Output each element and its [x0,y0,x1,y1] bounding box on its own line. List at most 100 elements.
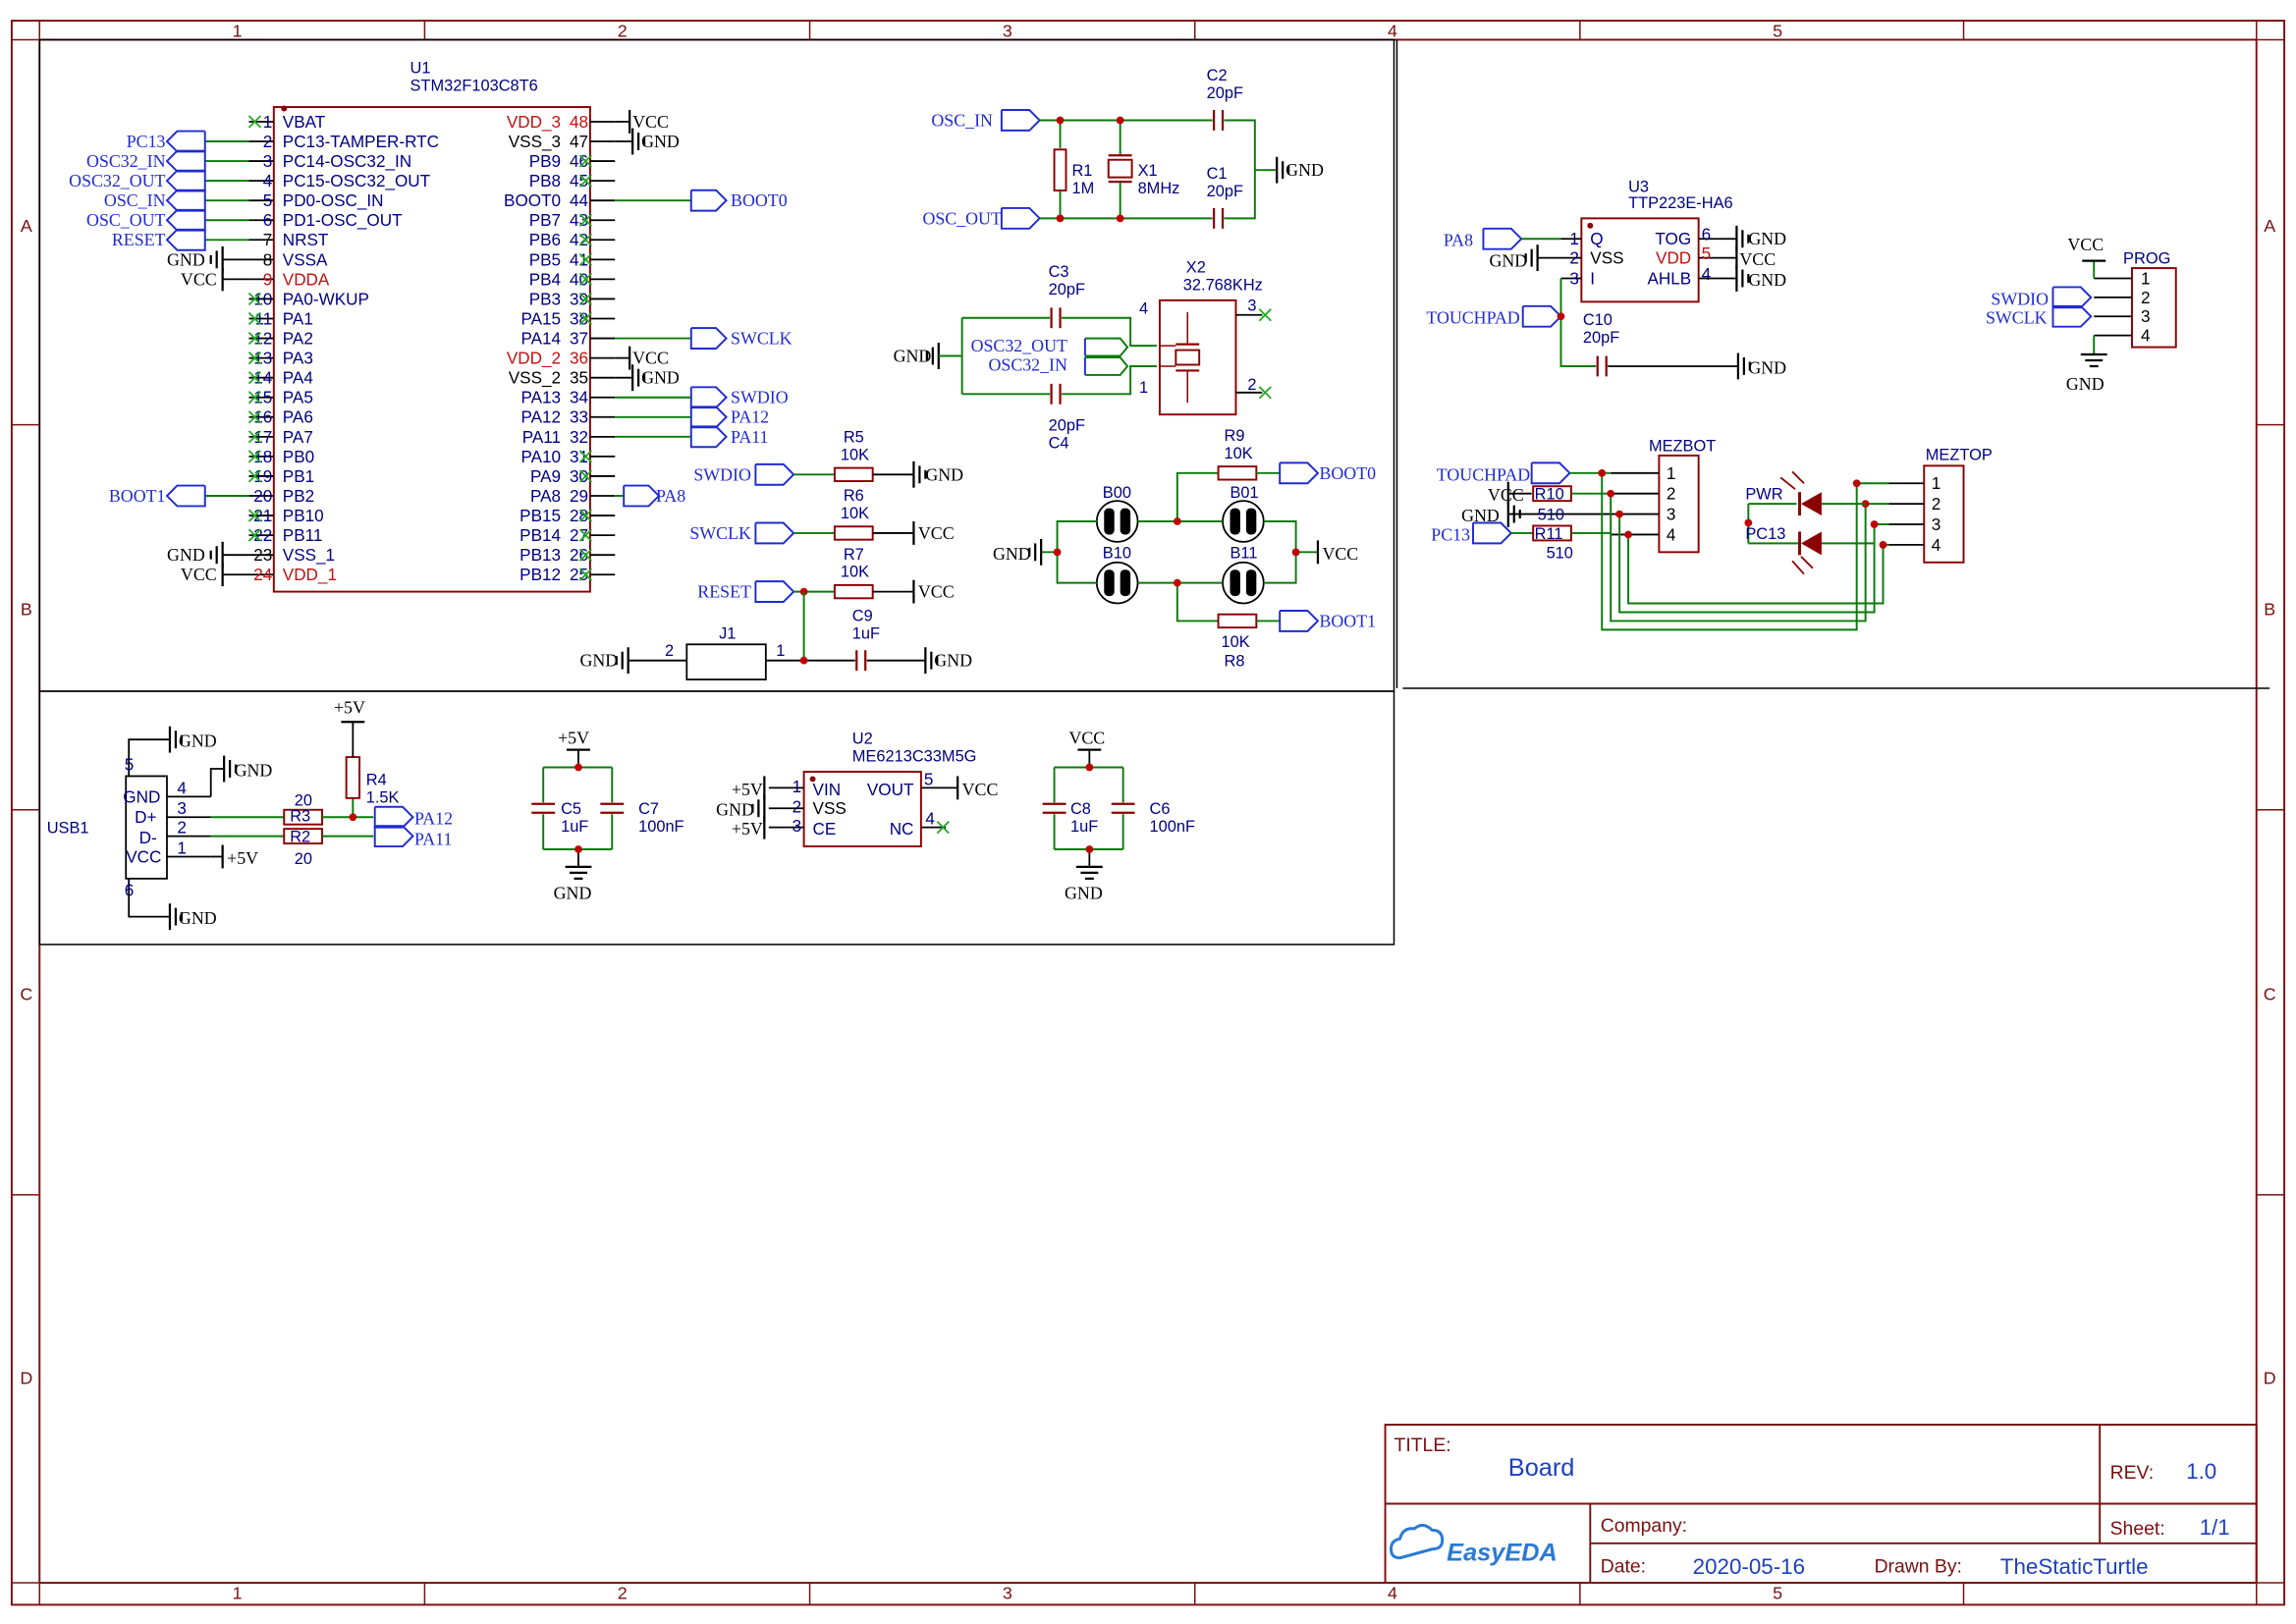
junction-dot [1615,510,1624,518]
net-label: RESET [112,230,166,249]
ruler-col-label: 5 [1773,21,1782,40]
net-label: RESET [697,582,751,602]
net-label: SWCLK [731,329,793,349]
pin-num: 3 [793,816,802,836]
u1-pin-name: PA7 [283,427,313,447]
u1-pin-num: 48 [570,112,588,132]
net-label: PA12 [731,407,769,427]
junction-dot [1056,116,1065,125]
wire [1601,472,1889,631]
u1-pin-name: VSS_2 [509,368,561,388]
u1-pin-name: PA13 [520,388,561,407]
wire [128,738,170,777]
u1-pin-name: PB8 [529,171,561,190]
pin-num: 1 [776,642,785,660]
resistor [1217,465,1258,481]
net-flag [1521,304,1562,328]
pin-num: 1 [1667,463,1676,483]
net-label: VCC [632,112,669,132]
net-label: GND [1748,270,1786,290]
sheet-value: 1/1 [2200,1515,2230,1540]
u1-pin-name: PC15-OSC32_OUT [283,171,431,190]
no-connect-mark [247,509,262,522]
wire [1175,582,1219,623]
component-ref: R1 [1071,162,1092,180]
pin-num: 3 [177,798,187,818]
u1-pin-num: 25 [570,565,588,584]
resistor [345,756,361,799]
junction-dot [1870,520,1879,528]
net-label: GND [934,651,972,671]
pin-name: D- [139,828,157,847]
u1-pin-name: PB14 [519,525,561,545]
component-ref: B11 [1230,544,1257,562]
net-flag [754,462,795,486]
wire [1175,471,1219,522]
wire [1559,316,1597,367]
net-flag [165,189,206,212]
junction-dot [349,813,357,822]
net-label: OSC_IN [104,190,166,210]
ruler-row-label: D [20,1368,32,1387]
wire [1062,316,1157,348]
u1-pin-num: 44 [570,190,589,210]
component-ref: C7 [638,800,659,818]
u1-pin-name: PA9 [530,466,561,486]
pin1-marker [809,776,816,783]
net-flag [373,825,414,848]
wire [1610,493,1889,623]
u1-pin-name: VSSA [283,249,328,269]
component-value: 10K [841,446,869,463]
solder-jumper [1120,508,1131,535]
no-connect-mark [247,292,262,306]
u1-pin-num: 43 [570,210,588,230]
net-label: SWCLK [689,523,751,543]
pin-num: 3 [1569,268,1579,288]
u1-pin-name: PA5 [283,388,313,407]
pin-num: 2 [177,818,187,838]
u1-pin-num: 33 [570,407,588,427]
component-ref: C10 [1583,311,1613,329]
resistor [1217,613,1258,629]
ruler-row-label: A [2264,216,2275,236]
component-ref: U2 [852,731,873,748]
component-ref: R11 [1535,525,1563,543]
led-symbol [1801,531,1822,556]
component-value: 10K [1222,633,1250,651]
pin-name: GND [123,786,160,806]
net-label: PA8 [656,486,685,506]
component-ref: R8 [1225,653,1245,671]
junction-dot [1744,518,1753,527]
net-flag [165,130,206,153]
net-label: OSC_IN [931,110,993,130]
u1-pin-num: 4 [263,171,273,190]
net-label: GND [993,544,1031,564]
component-ref: C2 [1207,67,1228,84]
junction-dot [1291,548,1300,557]
component-ref: U3 [1628,179,1649,196]
net-label: GND [167,545,205,565]
u1-pin-name: PB2 [283,486,314,506]
pin-name: VSS [1590,248,1623,268]
pin-num: 4 [177,778,187,797]
component-ref: MEZBOT [1649,437,1716,455]
net-label: OSC32_IN [86,151,166,171]
title-label: TITLE: [1394,1435,1450,1456]
component-ref: C9 [852,607,873,624]
pin-num: 1 [2141,268,2151,288]
pin-name: AHLB [1647,268,1691,288]
u1-pin-name: VSS_3 [509,132,561,151]
component-value: 100nF [638,818,683,836]
u1-pin-num: 30 [570,466,588,486]
u1-pin-num: 1 [263,112,273,132]
no-connect-mark [578,469,593,483]
wire [1084,337,1129,357]
component-value: 1uF [561,818,588,836]
net-label: BOOT0 [1319,463,1376,483]
